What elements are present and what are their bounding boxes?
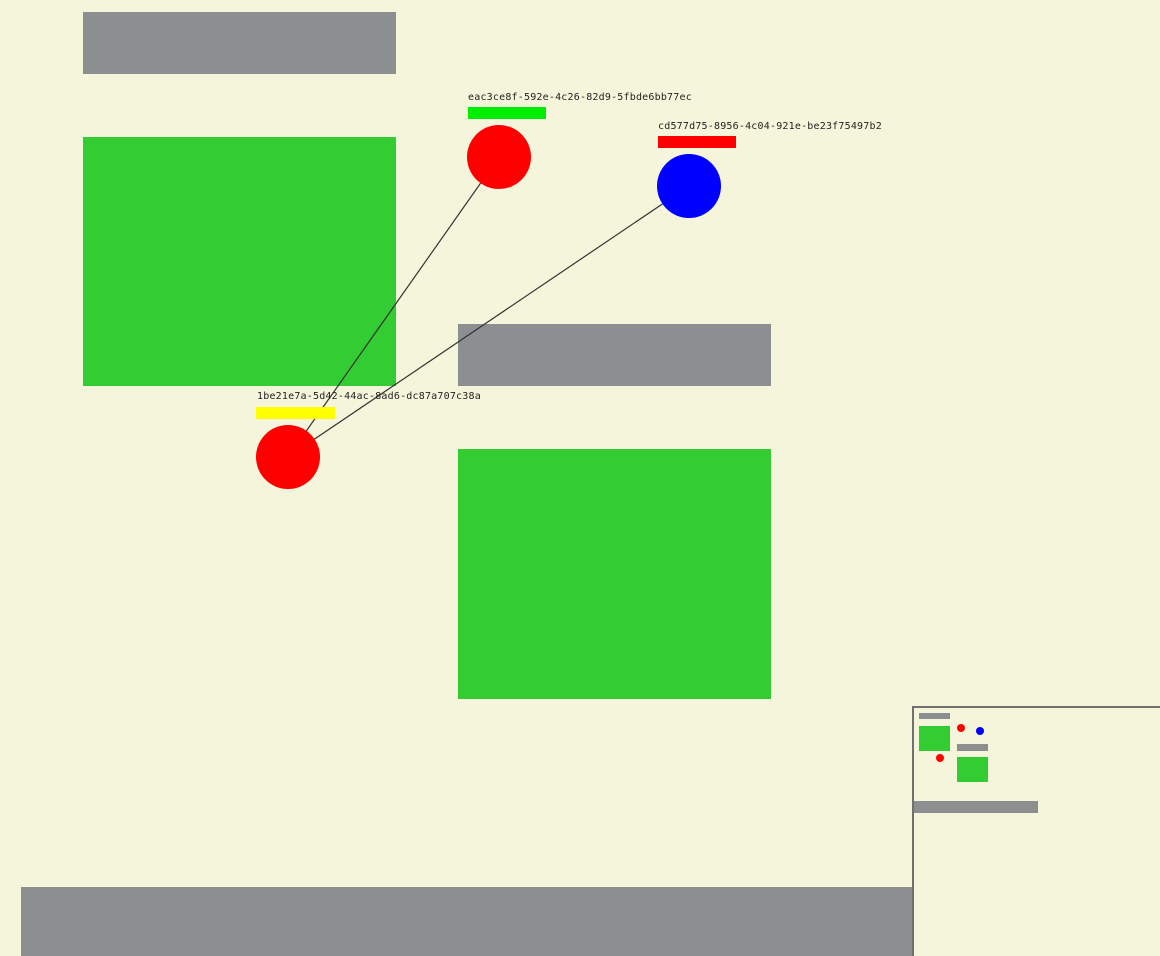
minimap-unit [976, 727, 984, 735]
minimap[interactable] [912, 706, 1160, 956]
wall-bottom [21, 887, 914, 956]
unit-red-circle[interactable] [467, 125, 531, 189]
zone-center [458, 449, 771, 699]
minimap-wall [919, 713, 950, 719]
unit-health-bar [256, 407, 335, 419]
unit-blue-circle[interactable] [657, 154, 721, 218]
unit-health-bar [658, 136, 736, 148]
minimap-unit [936, 754, 944, 762]
unit-id-label: eac3ce8f-592e-4c26-82d9-5fbde6bb77ec [468, 92, 692, 103]
minimap-unit [957, 724, 965, 732]
wall-top-left [83, 12, 396, 74]
minimap-zone [957, 757, 988, 782]
unit-id-label: 1be21e7a-5d42-44ac-8ad6-dc87a707c38a [257, 391, 481, 402]
unit-id-label: cd577d75-8956-4c04-921e-be23f75497b2 [658, 121, 882, 132]
unit-red-circle[interactable] [256, 425, 320, 489]
wall-center [458, 324, 771, 386]
unit-health-bar [468, 107, 546, 119]
minimap-wall [914, 801, 1038, 813]
minimap-wall [957, 744, 988, 751]
minimap-zone [919, 726, 950, 751]
zone-left [83, 137, 396, 386]
